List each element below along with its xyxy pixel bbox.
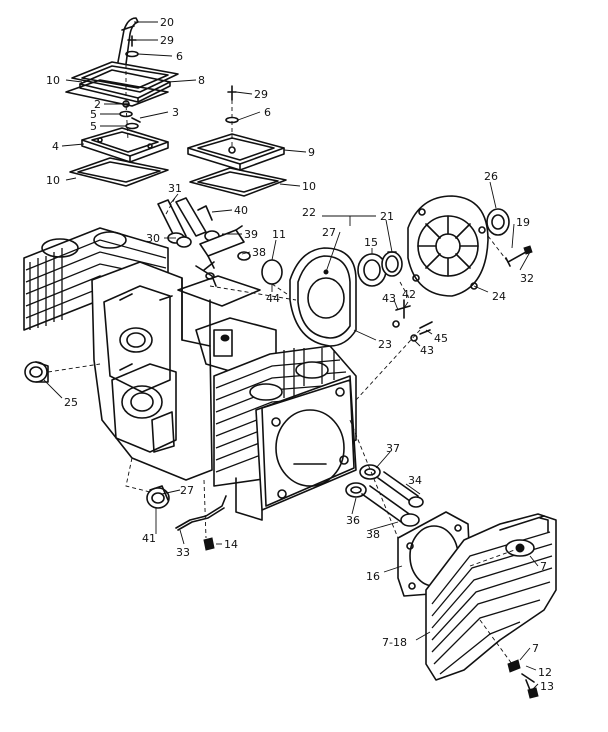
callout-10: 10 (46, 174, 60, 187)
gasket-10-left (69, 157, 169, 187)
callout-7-18: 7-18 (382, 636, 407, 649)
bearing-41 (146, 485, 170, 509)
bearing-21 (381, 251, 403, 277)
callout-40: 40 (234, 204, 248, 217)
valve-train-parts (157, 197, 251, 287)
callout-26: 26 (484, 170, 498, 183)
callout-21: 21 (380, 210, 394, 223)
gasket-10-right (189, 167, 287, 197)
valve-cover-9 (187, 133, 285, 171)
callout-22: 22 (302, 206, 316, 219)
leader-lines (43, 21, 539, 691)
breather-cover-gasket-top (71, 61, 179, 93)
tube-parts-34-36-37-38 (345, 464, 424, 527)
callout-32: 32 (520, 272, 534, 285)
callout-29: 29 (254, 88, 268, 101)
cylinder-face-plate (235, 375, 357, 521)
callout-4: 4 (52, 140, 59, 153)
callout-19: 19 (516, 216, 530, 229)
callout-5: 5 (90, 120, 97, 133)
callout-36: 36 (346, 514, 360, 527)
callout-25: 25 (64, 396, 78, 409)
cylinder-head-7 (425, 513, 557, 681)
callout-24: 24 (492, 290, 506, 303)
callout-9: 9 (308, 146, 315, 159)
screw-29-top (127, 35, 137, 47)
callout-27: 27 (180, 484, 194, 497)
callout-43: 43 (420, 344, 434, 357)
callout-11: 11 (272, 228, 286, 241)
ring-11 (261, 259, 283, 285)
callout-31: 31 (168, 182, 182, 195)
callout-labels: 20 29 6 10 8 29 6 2 5 3 5 4 9 10 10 31 4… (46, 16, 554, 693)
gasket-10-lower-top (65, 79, 169, 107)
plug-14 (203, 537, 215, 551)
callout-23: 23 (378, 338, 392, 351)
bolts-42-43-45 (392, 299, 433, 342)
callout-5: 5 (90, 108, 97, 121)
oil-seal-26 (486, 208, 510, 236)
callout-27: 27 (322, 226, 336, 239)
bolt-12-13 (507, 659, 539, 699)
callout-29: 29 (160, 34, 174, 47)
seal-15 (357, 253, 387, 287)
callout-6: 6 (176, 50, 183, 63)
callout-42: 42 (402, 288, 416, 301)
bearing-25 (24, 361, 49, 383)
callout-43: 43 (382, 292, 396, 305)
callout-3: 3 (172, 106, 179, 119)
breather-housing-4 (81, 127, 169, 163)
callout-13: 13 (540, 680, 554, 693)
dipstick-33 (175, 495, 227, 531)
breather-tube (117, 17, 139, 65)
callout-20: 20 (160, 16, 174, 29)
callout-41: 41 (142, 532, 156, 545)
crankcase-block (23, 227, 277, 481)
bearing-plate-24 (407, 195, 489, 297)
callout-45: 45 (434, 332, 448, 345)
callout-12: 12 (538, 666, 552, 679)
callout-30: 30 (146, 232, 160, 245)
callout-10: 10 (302, 180, 316, 193)
callout-37: 37 (386, 442, 400, 455)
callout-38: 38 (252, 246, 266, 259)
bolt-19-32 (505, 245, 533, 267)
callout-16: 16 (366, 570, 380, 583)
callout-33: 33 (176, 546, 190, 559)
callout-7: 7 (540, 560, 547, 573)
callout-38: 38 (366, 528, 380, 541)
callout-39: 39 (244, 228, 258, 241)
callout-8: 8 (198, 74, 205, 87)
callout-44: 44 (266, 292, 280, 305)
callout-14: 14 (224, 538, 238, 551)
callout-15: 15 (364, 236, 378, 249)
gasket-23 (289, 247, 357, 347)
callout-10: 10 (46, 74, 60, 87)
callout-7: 7 (532, 642, 539, 655)
callout-2: 2 (94, 98, 101, 111)
callout-6: 6 (264, 106, 271, 119)
callout-34: 34 (408, 474, 422, 487)
screw-29-right (227, 85, 237, 101)
